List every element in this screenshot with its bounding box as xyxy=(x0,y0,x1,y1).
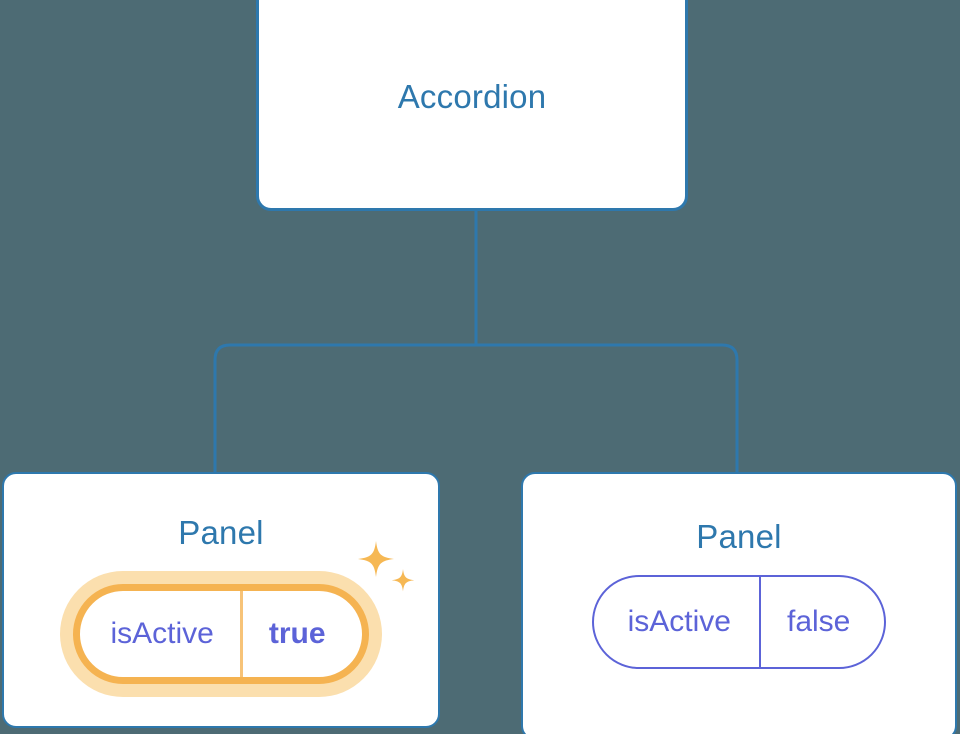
node-accordion-title: Accordion xyxy=(397,78,547,115)
sparkle-large xyxy=(357,541,394,577)
node-panel-active-title: Panel xyxy=(178,514,264,551)
prop-pill-inactive[interactable]: isActive false xyxy=(591,575,887,669)
sparkle-small xyxy=(391,569,414,592)
node-accordion[interactable]: Accordion xyxy=(256,0,688,211)
prop-value-label: false xyxy=(758,577,884,667)
node-panel-inactive[interactable]: Panel isActive false xyxy=(521,472,957,734)
prop-key-label: isActive xyxy=(627,605,731,638)
prop-value-label: true xyxy=(239,591,362,677)
connector-branch-bus xyxy=(213,343,739,472)
prop-pill-inactive-wrapper: isActive false xyxy=(591,575,887,669)
prop-pill-highlight-ring: isActive true xyxy=(60,571,382,697)
node-panel-active[interactable]: Panel isActive true xyxy=(2,472,440,728)
prop-pill-active[interactable]: isActive true xyxy=(73,584,369,684)
prop-key-label: isActive xyxy=(110,617,214,650)
prop-pill-active-wrapper: isActive true xyxy=(60,541,414,697)
node-panel-inactive-title: Panel xyxy=(696,518,782,555)
